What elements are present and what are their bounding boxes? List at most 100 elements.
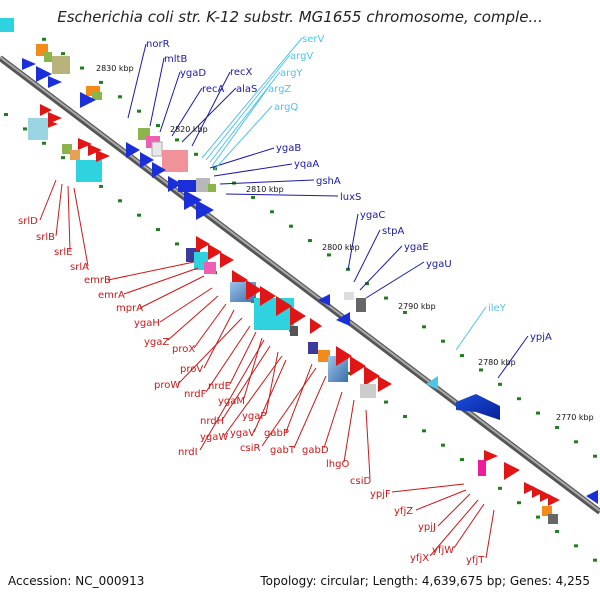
tick-marks bbox=[4, 37, 597, 562]
leader-line bbox=[415, 489, 467, 511]
gene-label: ygaZ bbox=[144, 337, 169, 348]
leader-line bbox=[253, 359, 287, 433]
leader-line bbox=[485, 509, 495, 559]
tick-dot bbox=[251, 195, 255, 199]
tick-dot bbox=[517, 501, 521, 505]
leader-line bbox=[365, 409, 371, 479]
tick-dot bbox=[289, 224, 293, 228]
leader-line bbox=[347, 213, 359, 271]
gene-label: proV bbox=[180, 364, 203, 375]
tick-dot bbox=[42, 37, 46, 41]
leader-line bbox=[181, 87, 237, 143]
leader-line bbox=[139, 275, 205, 309]
gene-label: yfjZ bbox=[394, 506, 413, 517]
tick-dot bbox=[80, 66, 84, 70]
gene-label: mltB bbox=[164, 54, 187, 65]
leader-line bbox=[209, 147, 275, 169]
leader-line bbox=[39, 179, 57, 221]
gene-label: ileY bbox=[488, 303, 507, 314]
tick-dot bbox=[118, 199, 122, 203]
tick-dot bbox=[498, 382, 502, 386]
leader-line bbox=[285, 363, 313, 433]
leader-line bbox=[55, 183, 63, 237]
gene-label: srlD bbox=[18, 216, 38, 227]
gene-label: argZ bbox=[268, 84, 291, 95]
tick-dot bbox=[137, 213, 141, 217]
gene-label: norR bbox=[146, 39, 170, 50]
tick-dot bbox=[175, 138, 179, 142]
tick-dot bbox=[118, 95, 122, 99]
leader-line bbox=[229, 331, 257, 385]
gene-label: nrdH bbox=[200, 416, 224, 427]
leader-line bbox=[293, 375, 327, 449]
leader-line bbox=[219, 179, 315, 185]
leader-line bbox=[211, 87, 269, 167]
tick-dot bbox=[4, 113, 8, 117]
leader-line bbox=[437, 493, 471, 527]
tick-dot bbox=[99, 184, 103, 188]
leader-line bbox=[159, 287, 213, 323]
scale-label: 2800 kbp bbox=[322, 243, 360, 252]
gene-label: nrdE bbox=[208, 381, 231, 392]
gene-label: ygaC bbox=[360, 210, 385, 221]
gene-label: srlB bbox=[36, 232, 55, 243]
tick-dot bbox=[517, 397, 521, 401]
leader-line bbox=[343, 399, 355, 463]
scale-label: 2790 kbp bbox=[398, 302, 436, 311]
leader-line bbox=[225, 193, 339, 197]
tick-dot bbox=[479, 368, 483, 372]
leader-line bbox=[223, 355, 283, 437]
gene-label: nrdF bbox=[184, 389, 207, 400]
gene-label: emrB bbox=[84, 275, 111, 286]
leader-line bbox=[455, 306, 487, 351]
leader-line bbox=[213, 163, 293, 177]
leader-line bbox=[209, 71, 281, 163]
leader-line bbox=[171, 87, 203, 137]
gene-label: yfjW bbox=[432, 545, 454, 556]
tick-dot bbox=[156, 228, 160, 232]
leader-line bbox=[359, 245, 403, 291]
tick-dot bbox=[61, 156, 65, 160]
leader-line bbox=[123, 267, 199, 295]
topology-text: Topology: circular; Length: 4,639,675 bp… bbox=[260, 574, 590, 588]
gene-label: proW bbox=[154, 380, 180, 391]
forward-gene-labels: norR mltB ygaD recX recA alaS ygaB yqaA … bbox=[146, 39, 552, 343]
gene-label: ypjA bbox=[530, 332, 552, 343]
tick-dot bbox=[384, 400, 388, 404]
gene-label: gabD bbox=[302, 445, 329, 456]
accession-text: Accession: NC_000913 bbox=[8, 574, 145, 588]
gene-label: serV bbox=[302, 34, 324, 45]
tick-dot bbox=[365, 282, 369, 286]
scale-label: 2810 kbp bbox=[246, 185, 284, 194]
tick-dot bbox=[403, 310, 407, 314]
gene-label: nrdI bbox=[178, 447, 198, 458]
rna-gene-labels: serV argV argY argZ argQ ileY bbox=[268, 34, 507, 314]
gene-label: emrA bbox=[98, 290, 125, 301]
leader-line bbox=[67, 185, 71, 251]
gene-label: argV bbox=[290, 51, 313, 62]
tick-dot bbox=[441, 339, 445, 343]
leader-line bbox=[265, 351, 279, 415]
gene-label: ygaD bbox=[180, 68, 206, 79]
tick-dot bbox=[308, 239, 312, 243]
tick-dot bbox=[555, 425, 559, 429]
leader-line bbox=[213, 105, 273, 171]
gene-label: yqaA bbox=[294, 159, 319, 170]
tick-dot bbox=[99, 80, 103, 84]
leader-line bbox=[221, 345, 271, 421]
leader-line bbox=[107, 261, 195, 281]
tick-dot bbox=[384, 296, 388, 300]
leader-line bbox=[167, 295, 219, 341]
leader-line bbox=[323, 391, 343, 449]
gene-label: gshA bbox=[316, 176, 341, 187]
gene-label: ygaH bbox=[134, 318, 160, 329]
gene-label: recX bbox=[230, 67, 253, 78]
gene-label: ygaW bbox=[200, 432, 228, 443]
leader-line bbox=[191, 71, 231, 147]
leader-line bbox=[159, 71, 181, 133]
leader-line bbox=[353, 229, 381, 283]
scale-label: 2770 kbp bbox=[556, 413, 594, 422]
tick-dot bbox=[270, 210, 274, 214]
scale-label: 2820 kbp bbox=[170, 125, 208, 134]
